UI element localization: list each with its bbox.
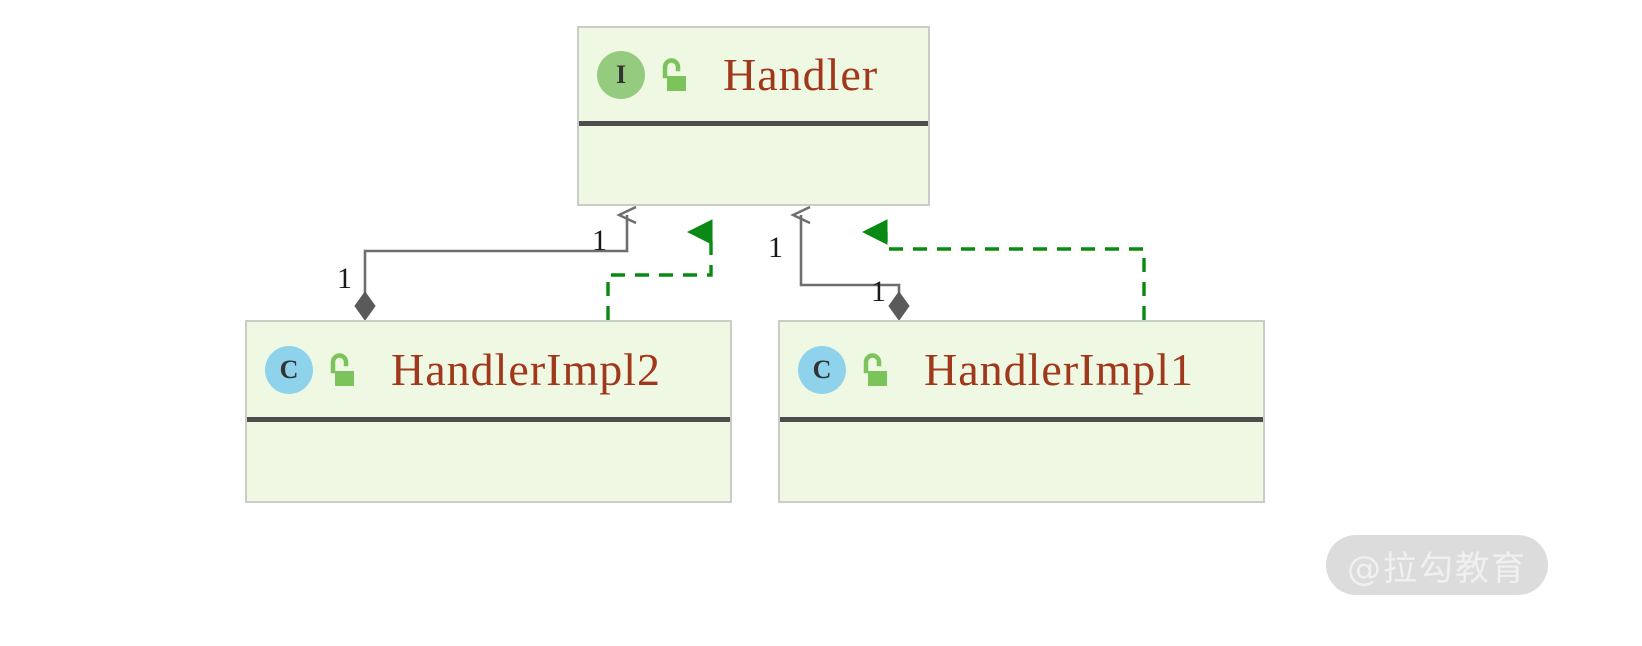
uml-node-header: I Handler [579, 28, 928, 121]
aggregation-diamond [354, 291, 376, 321]
uml-section-divider [247, 417, 730, 422]
class-stereotype-letter: C [812, 354, 832, 384]
multiplicity-label: 1 [871, 275, 886, 308]
multiplicity-label: 1 [768, 231, 783, 264]
uml-node-header: C HandlerImpl1 [780, 322, 1263, 417]
uml-section-divider [780, 417, 1263, 422]
edge-association-impl1-handler[interactable] [790, 205, 910, 321]
interface-stereotype-icon: I [597, 50, 645, 99]
uml-node-handler[interactable]: I Handler [577, 26, 930, 206]
edge-association-impl2-handler[interactable] [354, 205, 637, 321]
class-stereotype-letter: C [279, 354, 299, 384]
uml-node-name: Handler [723, 49, 879, 100]
uml-node-header: C HandlerImpl2 [247, 322, 730, 417]
edge-realization-impl2-handler[interactable] [606, 232, 713, 320]
uml-members-section [247, 422, 730, 501]
uml-node-handler-impl-2[interactable]: C HandlerImpl2 [245, 320, 732, 503]
uml-node-name: HandlerImpl1 [924, 344, 1195, 395]
watermark-text: @拉勾教育 [1347, 548, 1527, 589]
uml-members-section [579, 126, 928, 204]
uml-section-divider [579, 121, 928, 126]
unlock-icon [863, 352, 887, 386]
uml-node-name: HandlerImpl2 [391, 344, 662, 395]
unlock-icon [662, 57, 686, 91]
uml-members-section [780, 422, 1263, 501]
uml-node-handler-impl-1[interactable]: C HandlerImpl1 [778, 320, 1265, 503]
class-stereotype-icon: C [798, 345, 846, 394]
watermark: @拉勾教育 [1326, 535, 1548, 595]
edge-realization-impl1-handler[interactable] [886, 232, 1146, 320]
interface-stereotype-letter: I [615, 59, 627, 89]
aggregation-diamond [888, 291, 910, 321]
multiplicity-label: 1 [592, 224, 607, 257]
unlock-icon [330, 352, 354, 386]
multiplicity-label: 1 [337, 262, 352, 295]
class-stereotype-icon: C [265, 345, 313, 394]
